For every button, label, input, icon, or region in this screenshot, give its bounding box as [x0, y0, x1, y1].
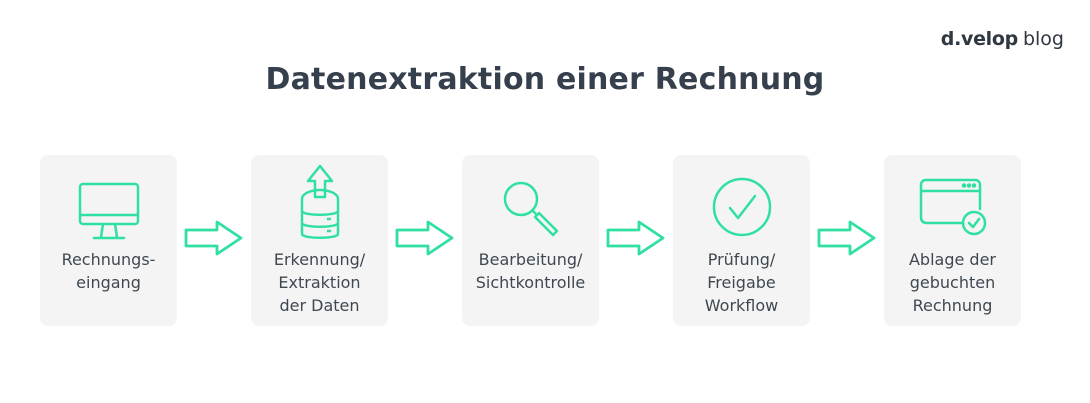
arrow-right-icon: [606, 220, 665, 256]
check-circle-icon: [712, 177, 771, 237]
step-card-3: Bearbeitung/ Sichtkontrolle: [462, 155, 599, 326]
magnifier-icon: [503, 181, 558, 237]
page-title: Datenextraktion einer Rechnung: [265, 62, 825, 97]
step-label-4: Prüfung/ Freigabe Workflow: [704, 250, 779, 315]
brand-logo: d.velop blog: [941, 28, 1064, 50]
step-label-5: Ablage der gebuchten Rechnung: [908, 250, 996, 315]
arrow-right-icon: [184, 220, 243, 256]
step-card-1: Rechnungs- eingang: [40, 155, 177, 326]
step-label-1: Rechnungs- eingang: [61, 250, 156, 292]
arrow-right-icon: [395, 220, 454, 256]
step-card-5: Ablage der gebuchten Rechnung: [884, 155, 1021, 326]
brand-name: d.velop: [940, 28, 1018, 50]
monitor-icon: [78, 182, 139, 240]
step-label-3: Bearbeitung/ Sichtkontrolle: [475, 250, 586, 292]
brand-suffix: blog: [1022, 28, 1064, 50]
step-card-4: Prüfung/ Freigabe Workflow: [673, 155, 810, 326]
step-card-2: Erkennung/ Extraktion der Daten: [251, 155, 388, 326]
arrow-right-icon: [817, 220, 876, 256]
database-upload-icon: [300, 164, 339, 239]
window-check-icon: [919, 178, 986, 236]
step-label-2: Erkennung/ Extraktion der Daten: [273, 250, 366, 315]
